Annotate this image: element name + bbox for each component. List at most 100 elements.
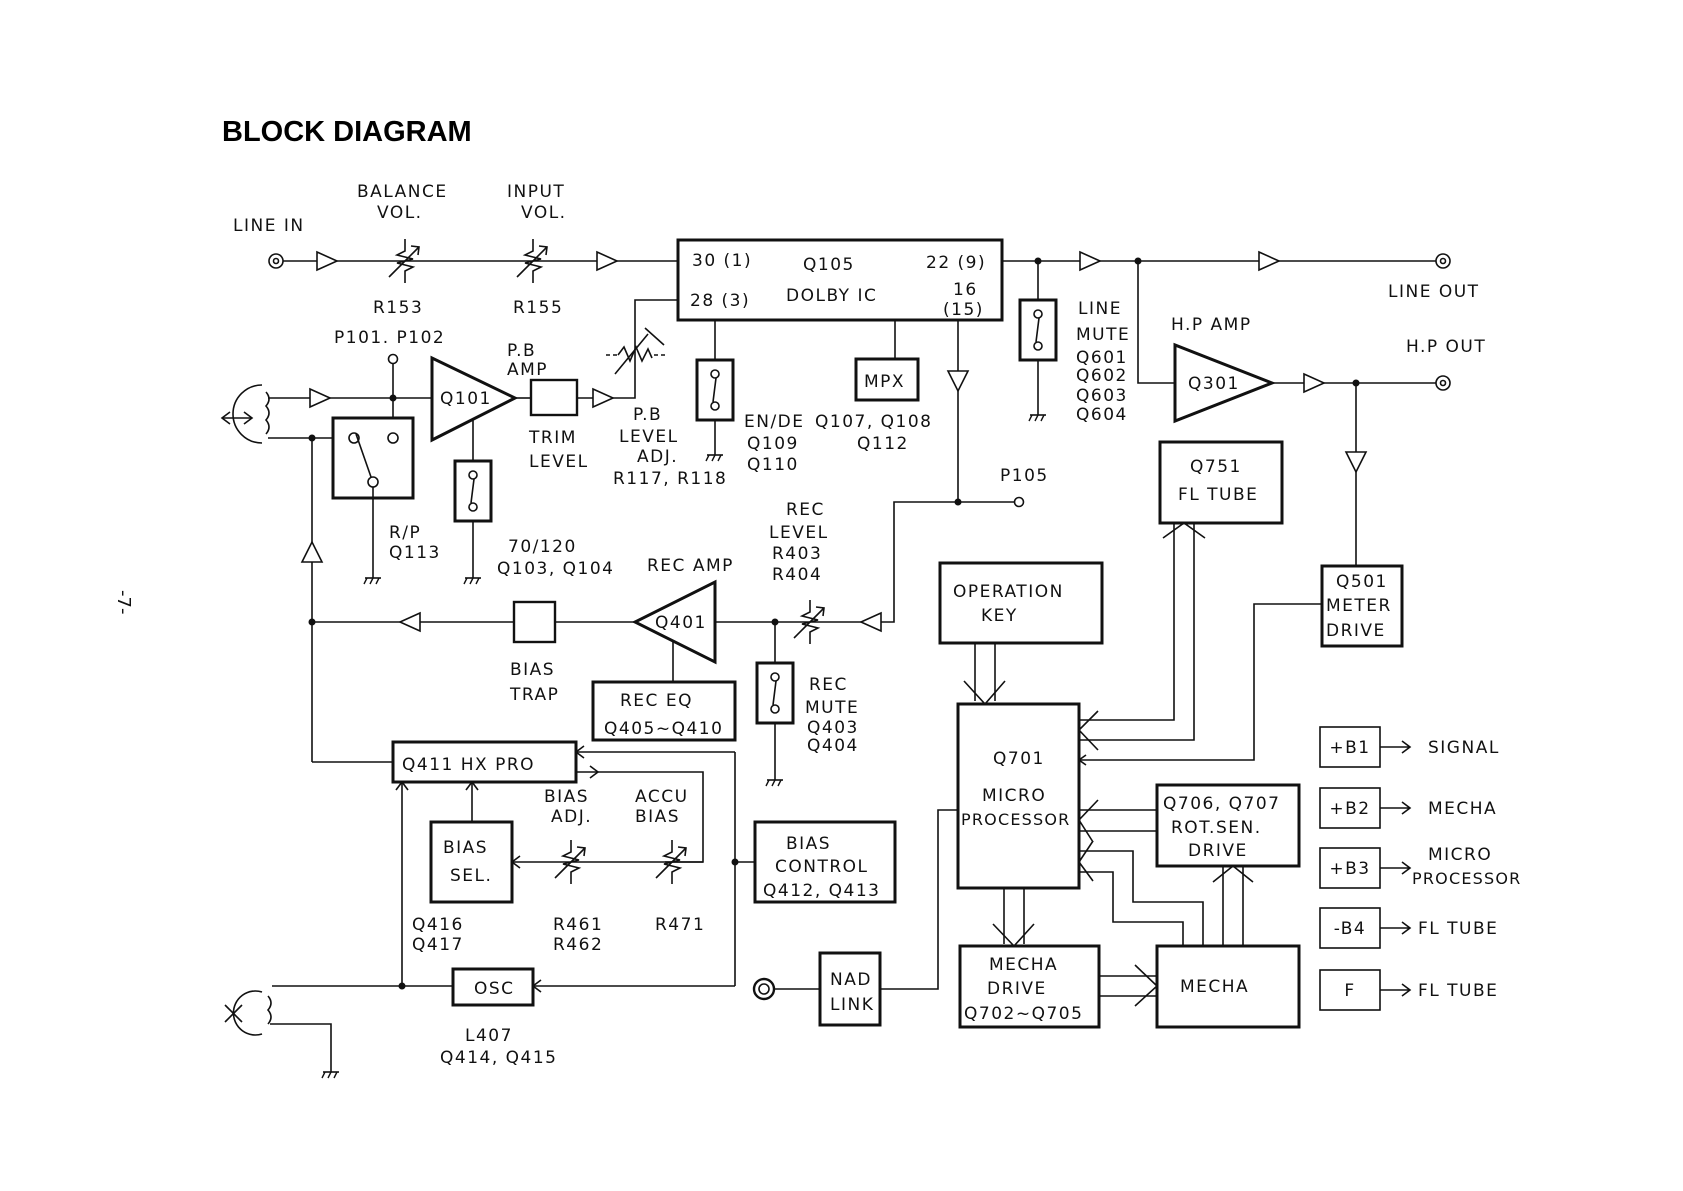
buffer-icon	[316, 251, 338, 271]
input-ref: R155	[513, 298, 563, 318]
arrow-right-icon	[1380, 801, 1412, 815]
page-title: BLOCK DIAGRAM	[222, 116, 472, 148]
operation-key-2: KEY	[981, 606, 1018, 626]
pb-level-adj-resistor-icon	[606, 327, 666, 375]
rp-label-2: Q113	[389, 543, 441, 563]
nad-link-1: NAD	[830, 970, 872, 990]
hp-out-jack	[1435, 375, 1451, 391]
page-number: -7-	[113, 590, 134, 614]
ende-label-2: Q109	[747, 434, 799, 454]
rec-level-2: LEVEL	[769, 523, 829, 543]
input-vol-label-2: VOL.	[521, 203, 567, 223]
pb-amp-label-2: AMP	[507, 360, 548, 380]
rec-mute-switch	[755, 661, 795, 725]
microprocessor-block	[956, 702, 1081, 890]
rec-level-4: R404	[772, 565, 822, 585]
ground-icon	[363, 577, 382, 585]
input-vol-label-1: INPUT	[507, 182, 565, 202]
rec-mute-1: REC	[809, 675, 848, 695]
bias-trap-1: BIAS	[510, 660, 555, 680]
line-mute-2: MUTE	[1076, 325, 1130, 345]
power-target-label: SIGNAL	[1428, 738, 1500, 758]
rp-switch	[331, 416, 415, 500]
osc-ref-2: Q414, Q415	[440, 1048, 557, 1068]
rec-amp-ref: Q401	[655, 613, 707, 633]
accu-bias-1: ACCU	[635, 787, 689, 807]
power-supply-label: F	[1344, 981, 1355, 1001]
buffer-icon	[1345, 451, 1367, 473]
trim-level-1: TRIM	[528, 428, 577, 448]
rec-eq-block	[591, 680, 737, 742]
fl-tube-block	[1158, 440, 1284, 525]
bias-adj-2: ADJ.	[551, 807, 592, 827]
ende-label-1: EN/DE	[744, 412, 805, 432]
bias-control-2: CONTROL	[775, 857, 869, 877]
hx-pro-label: Q411 HX PRO	[402, 755, 535, 775]
line-in-label: LINE IN	[233, 216, 305, 236]
eq-switch	[453, 459, 493, 523]
bias-adj-ref-2: R462	[553, 935, 603, 955]
rot-sen-2: ROT.SEN.	[1171, 818, 1262, 838]
power-supply-box	[1319, 787, 1381, 829]
dolby-pin-pb: 28 (3)	[690, 291, 750, 311]
mpx-label: MPX	[864, 372, 905, 392]
power-target-label: MICRO	[1428, 845, 1492, 865]
ende-switch	[695, 358, 735, 422]
power-supply-box	[1319, 847, 1381, 889]
dolby-pin-rec-2: (15)	[943, 300, 984, 320]
hx-pro-block	[391, 740, 578, 784]
pb-level-adj-3: ADJ.	[637, 447, 678, 467]
test-point-icon	[387, 353, 399, 365]
bias-control-3: Q412, Q413	[763, 881, 880, 901]
osc-ref-1: L407	[465, 1026, 513, 1046]
operation-key-1: OPERATION	[953, 582, 1064, 602]
bias-trap-block	[512, 600, 557, 644]
mecha-drive-block	[958, 944, 1101, 1029]
line-out-label: LINE OUT	[1388, 282, 1480, 302]
buffer-icon	[399, 612, 421, 632]
pb-amp-label-1: P.B	[507, 341, 536, 361]
ground-icon	[705, 454, 724, 462]
osc-block	[451, 967, 535, 1007]
bus-arrow-icon	[1212, 864, 1254, 946]
micro-3: PROCESSOR	[961, 810, 1070, 829]
mpx-refs-1: Q107, Q108	[815, 412, 932, 432]
ground-icon	[1028, 414, 1047, 422]
hp-amp-ref: Q301	[1188, 374, 1240, 394]
power-target-label: FL TUBE	[1418, 981, 1498, 1001]
arrow-right-icon	[1380, 983, 1412, 997]
line-out-jack	[1435, 253, 1451, 269]
buffer-icon	[1258, 251, 1280, 271]
operation-key-block	[938, 561, 1104, 645]
pb-level-adj-2: LEVEL	[619, 427, 679, 447]
line-in-jack	[268, 253, 284, 269]
fl-tube-1: Q751	[1190, 457, 1242, 477]
buffer-icon	[1303, 373, 1325, 393]
pb-amp-ref: Q101	[440, 389, 492, 409]
bus-arrow-icon	[992, 888, 1035, 948]
bias-control-1: BIAS	[786, 834, 831, 854]
eq-switch-label-2: Q103, Q104	[497, 559, 614, 579]
power-supply-box	[1319, 969, 1381, 1011]
rot-sen-1: Q706, Q707	[1163, 794, 1280, 814]
line-mute-5: Q603	[1076, 386, 1128, 406]
rot-sen-3: DRIVE	[1188, 841, 1248, 861]
buffer-icon	[1079, 251, 1101, 271]
hp-amp-label: H.P AMP	[1171, 315, 1252, 335]
nad-link-jack	[752, 977, 776, 1001]
hp-amp-triangle	[1173, 342, 1277, 424]
rot-sen-block	[1155, 783, 1301, 868]
dolby-name: DOLBY IC	[786, 286, 877, 306]
power-supply-box	[1319, 907, 1381, 949]
pb-level-adj-1: P.B	[633, 405, 662, 425]
rec-eq-2: Q405~Q410	[604, 719, 723, 739]
buffer-icon	[592, 388, 614, 408]
rec-amp-label: REC AMP	[647, 556, 734, 576]
erase-head-icon	[224, 990, 272, 1036]
power-target-label: PROCESSOR	[1412, 869, 1521, 888]
meter-drive-2: METER	[1326, 596, 1392, 616]
bias-trap-2: TRAP	[509, 685, 559, 705]
power-supply-label: -B4	[1334, 919, 1367, 939]
